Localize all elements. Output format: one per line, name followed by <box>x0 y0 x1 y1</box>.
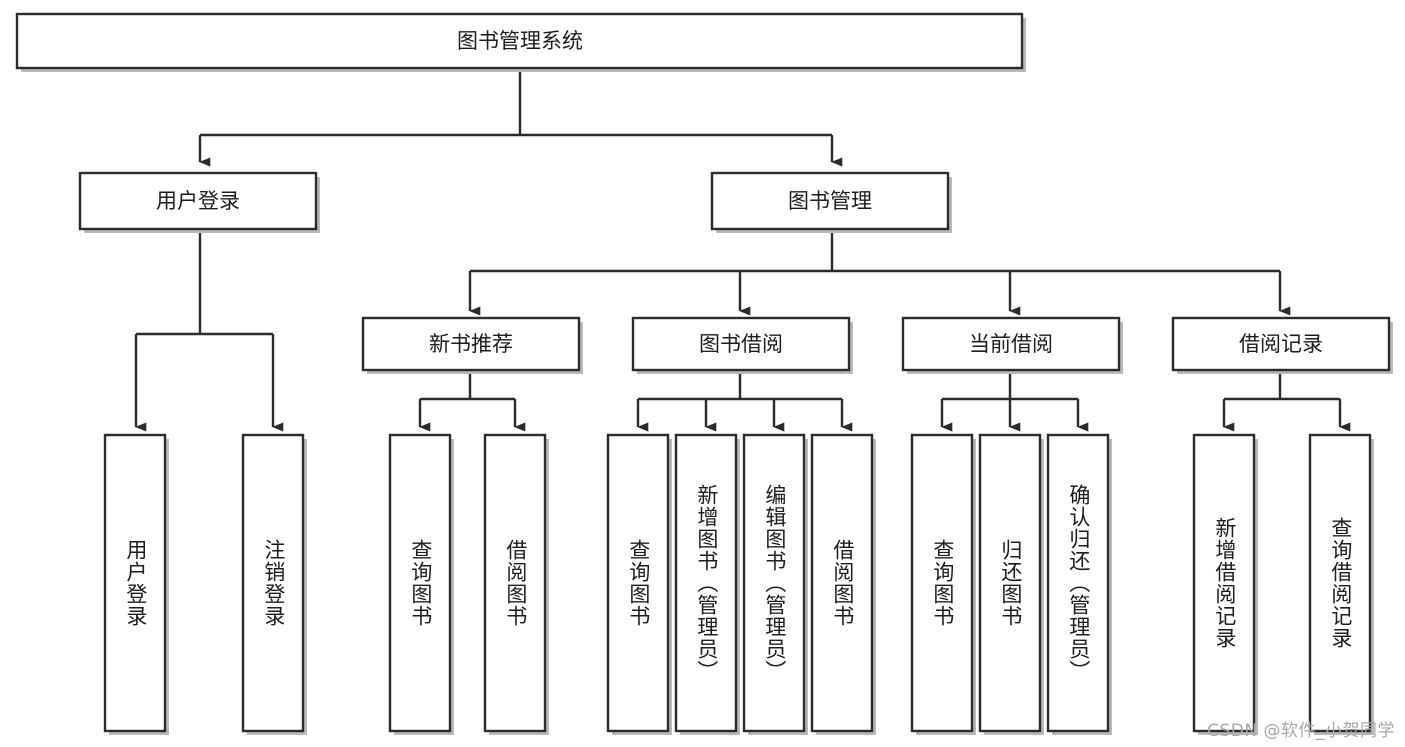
leaf-node-query-book-newbook[interactable] <box>388 433 454 735</box>
leaf-node-logout[interactable] <box>241 433 307 735</box>
connector-borrowrecord-to-leaves <box>1222 373 1351 432</box>
node-level2-book-management[interactable]: 图书管理 <box>710 171 952 233</box>
connector-userlogin-to-leaves <box>134 233 284 432</box>
connector-bookborrow-to-leaves <box>636 373 853 432</box>
connector-bookmgmt-to-level3 <box>468 233 1291 316</box>
node-level3-borrow-record[interactable]: 借阅记录 <box>1171 316 1393 374</box>
node-level3-current-borrow-label: 当前借阅 <box>969 332 1053 356</box>
node-level3-book-borrow-label: 图书借阅 <box>699 332 783 356</box>
node-root-label: 图书管理系统 <box>457 29 583 53</box>
leaf-node-add-book-admin[interactable] <box>674 433 740 735</box>
node-level2-user-login-label: 用户登录 <box>156 189 240 213</box>
leaf-node-return-book[interactable] <box>978 433 1044 735</box>
node-level3-new-book-recommend[interactable]: 新书推荐 <box>361 316 583 374</box>
node-level3-new-book-recommend-label: 新书推荐 <box>429 332 513 356</box>
node-root-book-management-system[interactable]: 图书管理系统 <box>15 12 1026 72</box>
csdn-watermark: CSDN @软件_小贺同学 <box>1207 721 1395 741</box>
node-level2-book-management-label: 图书管理 <box>788 189 872 213</box>
node-level3-borrow-record-label: 借阅记录 <box>1239 332 1323 356</box>
leaf-node-query-borrow-record[interactable] <box>1308 433 1374 735</box>
leaf-node-confirm-return-admin[interactable] <box>1046 433 1112 735</box>
connector-root-to-level2 <box>198 68 843 167</box>
leaf-node-edit-book-admin[interactable] <box>742 433 808 735</box>
leaf-node-query-book-current[interactable] <box>910 433 976 735</box>
leaf-node-borrow-book-newbook[interactable] <box>483 433 549 735</box>
leaf-node-query-book-borrow[interactable] <box>606 433 672 735</box>
node-level3-current-borrow[interactable]: 当前借阅 <box>901 316 1123 374</box>
connector-currentborrow-to-leaves <box>940 373 1089 432</box>
leaf-node-borrow-book[interactable] <box>810 433 876 735</box>
connector-newbook-to-leaves <box>418 373 526 432</box>
node-level3-book-borrow[interactable]: 图书借阅 <box>631 316 853 374</box>
leaf-node-add-borrow-record[interactable] <box>1192 433 1258 735</box>
node-level2-user-login[interactable]: 用户登录 <box>78 171 320 233</box>
leaf-node-user-login[interactable] <box>103 433 169 735</box>
